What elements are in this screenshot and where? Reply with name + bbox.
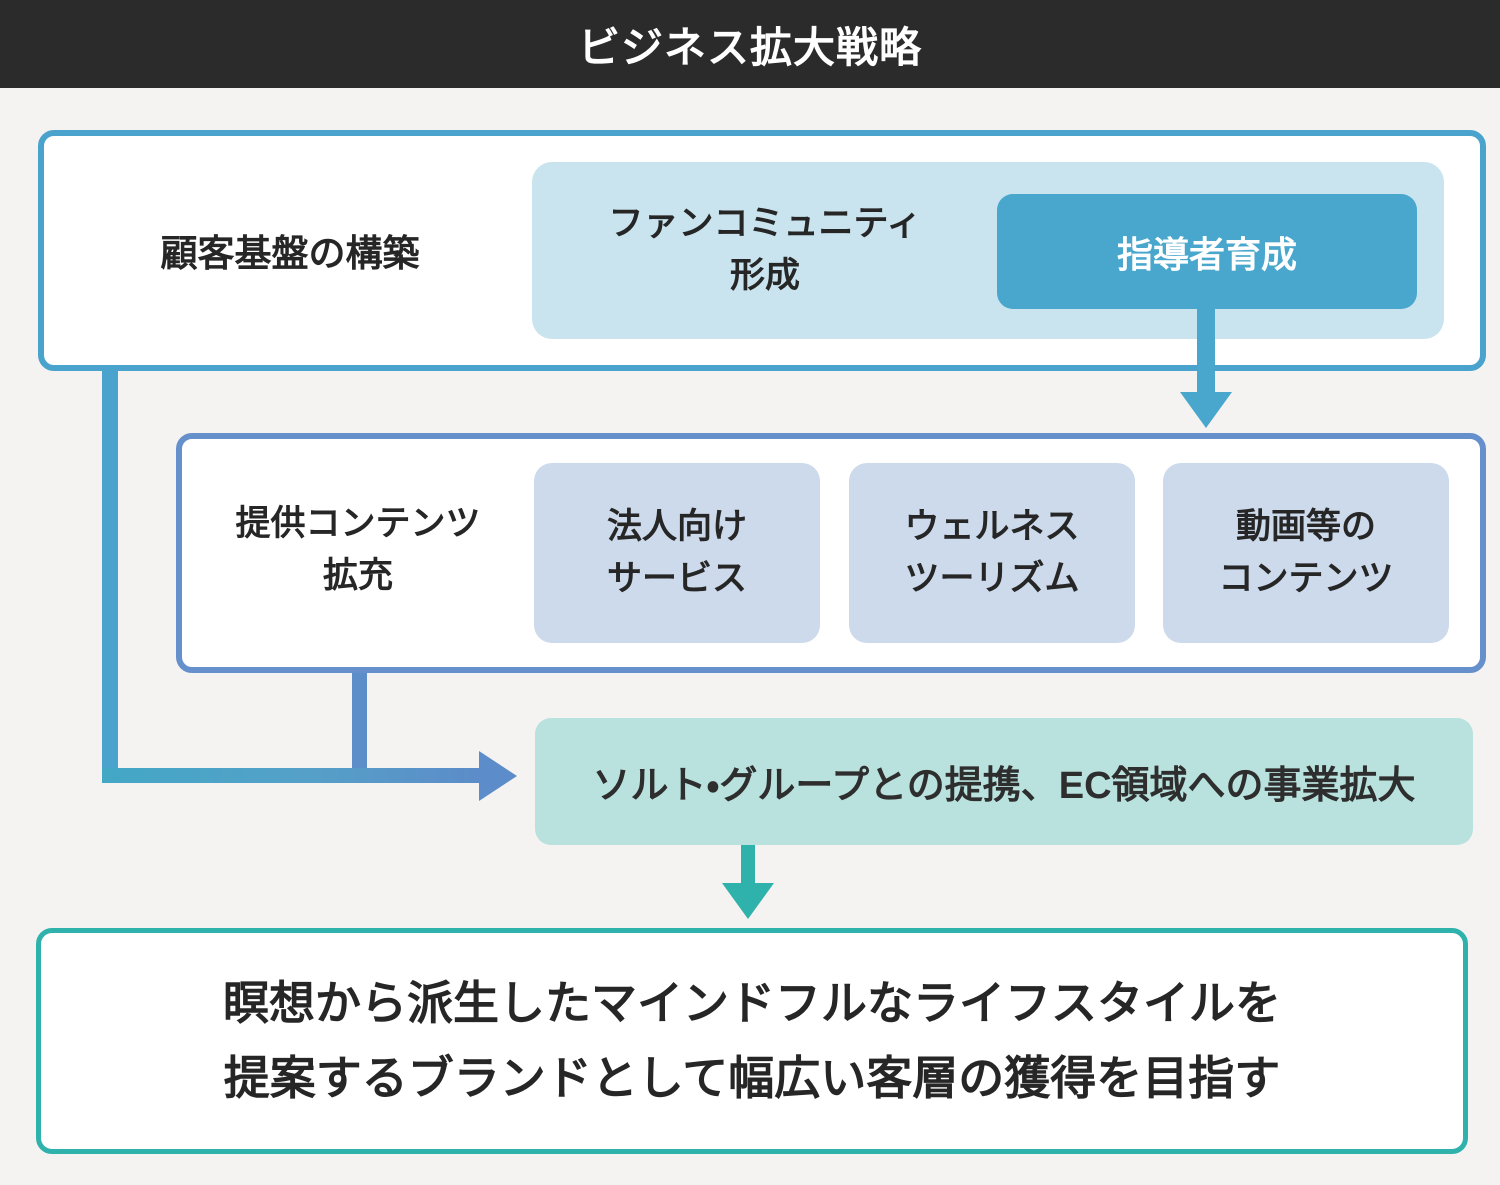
down-arrow-head-teal-icon xyxy=(722,883,774,919)
down-arrow-shaft-teal xyxy=(741,845,755,885)
connector-horizontal-line xyxy=(102,768,480,783)
item-corporate-services: 法人向け サービス xyxy=(534,463,820,643)
header-bar: ビジネス拡大戦略 xyxy=(0,0,1500,88)
customer-base-label: 顧客基盤の構築 xyxy=(160,233,420,274)
partnership-box: ソルト・グループとの提携、EC領域への事業拡大 xyxy=(535,718,1473,845)
connector-vertical-from-content-expansion xyxy=(352,671,367,783)
fan-community-label: ファンコミュニティ 形成 xyxy=(608,203,922,296)
right-arrow-head-icon xyxy=(479,751,517,801)
partnership-label: ソルト・グループとの提携、EC領域への事業拡大 xyxy=(592,765,1416,807)
item-video-content: 動画等の コンテンツ xyxy=(1163,463,1449,643)
page-title: ビジネス拡大戦略 xyxy=(577,23,922,71)
goal-label: 瞑想から派生したマインドフルなライフスタイルを 提案するブランドとして幅広い客層… xyxy=(223,977,1281,1104)
goal-box: 瞑想から派生したマインドフルなライフスタイルを 提案するブランドとして幅広い客層… xyxy=(36,928,1468,1154)
down-arrow-head-blue-icon xyxy=(1180,392,1232,428)
leader-training-label: 指導者育成 xyxy=(1116,233,1297,275)
leader-training-box: 指導者育成 xyxy=(997,194,1417,309)
content-expansion-label: 提供コンテンツ 拡充 xyxy=(235,503,481,596)
down-arrow-shaft-blue xyxy=(1197,306,1215,394)
connector-vertical-from-customer-base xyxy=(102,366,118,783)
item-wellness-tourism: ウェルネス ツーリズム xyxy=(849,463,1135,643)
